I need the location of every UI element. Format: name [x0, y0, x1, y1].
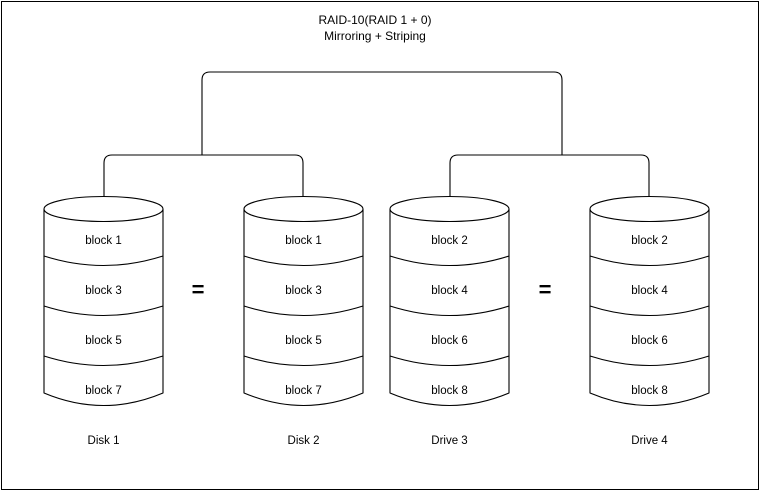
- disk-2-block-3-label: block 5: [285, 335, 321, 347]
- connector-right-group-bracket: [449, 154, 650, 200]
- drive-4-block-1-label: block 2: [631, 235, 667, 247]
- disk-1-divider-3: [43, 355, 164, 367]
- drive-cylinder-disk-2: block 1 block 3 block 5 block 7 Disk 2: [243, 195, 364, 447]
- disk-1-body-fill: [44, 209, 163, 406]
- drive-label-drive-3: Drive 3: [431, 435, 467, 447]
- drive-3-block-4-label: block 8: [431, 385, 467, 397]
- disk-1-block-3-label: block 5: [85, 335, 121, 347]
- drive-4-block-4-label: block 8: [631, 385, 667, 397]
- disk-1-block-1-label: block 1: [85, 235, 121, 247]
- disk-2-body-fill: [244, 209, 363, 406]
- diagram-title-line2: Mirroring + Striping: [324, 29, 426, 43]
- disk-2-block-2-label: block 3: [285, 285, 321, 297]
- disk-1-body: [43, 208, 164, 407]
- drive-3-divider-3: [389, 355, 510, 367]
- disk-2-divider-2: [243, 305, 364, 317]
- disk-2-block-1-label: block 1: [285, 235, 321, 247]
- drive-3-block-3-label: block 6: [431, 335, 467, 347]
- equals-sign-right: =: [539, 277, 552, 302]
- drive-4-block-2-label: block 4: [631, 285, 668, 297]
- drive-3-block-1-label: block 2: [431, 235, 467, 247]
- drive-cylinder-disk-1: block 1 block 3 block 5 block 7 Disk 1: [43, 195, 164, 447]
- drive-cylinder-drive-4: block 2 block 4 block 6 block 8 Drive 4: [589, 195, 710, 447]
- connector-left-group-bracket: [103, 154, 304, 200]
- disk-2-block-4-label: block 7: [285, 385, 321, 397]
- drive-4-divider-2: [589, 305, 710, 317]
- drive-3-block-2-label: block 4: [431, 285, 468, 297]
- equals-sign-left: =: [192, 277, 205, 302]
- drive-4-body: [589, 208, 710, 407]
- drive-label-disk-1: Disk 1: [88, 435, 120, 447]
- diagram-title-line1: RAID-10(RAID 1 + 0): [318, 13, 431, 27]
- drive-label-drive-4: Drive 4: [631, 435, 668, 447]
- drive-4-divider-3: [589, 355, 710, 367]
- drive-cylinder-drive-3: block 2 block 4 block 6 block 8 Drive 3: [389, 195, 510, 447]
- disk-1-top: [43, 195, 164, 223]
- drive-3-divider-1: [389, 255, 510, 267]
- disk-1-block-2-label: block 3: [85, 285, 121, 297]
- connector-root-bracket: [201, 71, 563, 155]
- drive-3-body: [389, 208, 510, 407]
- drive-4-body-fill: [590, 209, 709, 406]
- disk-1-divider-2: [43, 305, 164, 317]
- disk-2-top: [243, 195, 364, 223]
- drive-4-top: [589, 195, 710, 223]
- drive-4-block-3-label: block 6: [631, 335, 667, 347]
- drive-4-divider-1: [589, 255, 710, 267]
- drive-3-body-fill: [390, 209, 509, 406]
- drive-3-divider-2: [389, 305, 510, 317]
- disk-1-divider-1: [43, 255, 164, 267]
- disk-1-block-4-label: block 7: [85, 385, 121, 397]
- disk-2-body: [243, 208, 364, 407]
- disk-2-divider-1: [243, 255, 364, 267]
- drive-label-disk-2: Disk 2: [288, 435, 320, 447]
- disk-2-divider-3: [243, 355, 364, 367]
- drive-3-top: [389, 195, 510, 223]
